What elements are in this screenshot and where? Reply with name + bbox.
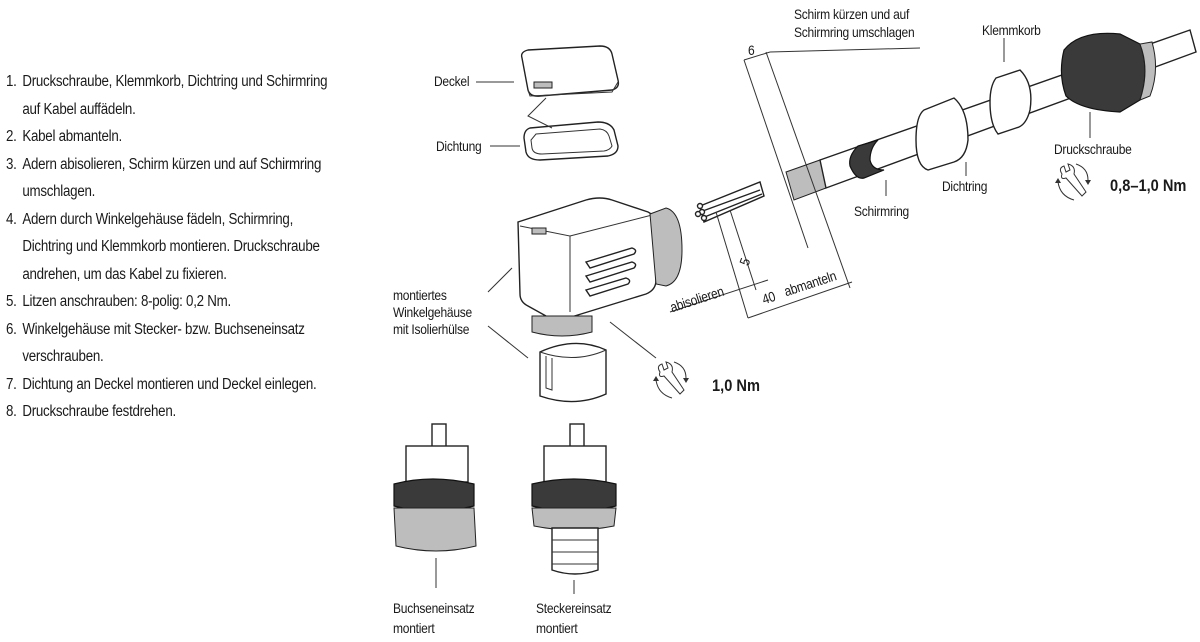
instruction-text: auf Kabel auffädeln. xyxy=(22,100,136,118)
instruction-step-line: 3. Adern abisolieren, Schirm kürzen und a… xyxy=(6,151,376,179)
housing-leader-line-1 xyxy=(487,267,513,293)
assembly-instructions: 1. Druckschraube, Klemmkorb, Dichtring un… xyxy=(6,68,376,426)
instruction-step-line: 8. Druckschraube festdrehen. xyxy=(6,398,376,426)
label-dichtring: Dichtring xyxy=(942,178,988,194)
instruction-step-line: 1. Druckschraube, Klemmkorb, Dichtring un… xyxy=(6,68,376,96)
instruction-text: Dichtring und Klemmkorb montieren. Druck… xyxy=(22,238,320,255)
instruction-number: 7. xyxy=(6,375,17,393)
instruction-text: Winkelgehäuse mit Stecker- bzw. Buchsene… xyxy=(22,320,305,338)
wrench-rotate-icon xyxy=(653,361,689,399)
instruction-text: Kabel abmanteln. xyxy=(22,128,122,145)
instruction-step-line: 7. Dichtung an Deckel montieren und Decke… xyxy=(6,371,376,399)
instruction-text: Dichtung an Deckel montieren und Deckel … xyxy=(22,375,317,393)
instruction-step-line: verschrauben. xyxy=(6,343,376,371)
insulating-sleeve-part xyxy=(539,342,607,403)
housing-leader-line-2 xyxy=(487,325,529,359)
instruction-number: 1. xyxy=(6,73,17,90)
instruction-step-line: 6. Winkelgehäuse mit Stecker- bzw. Buchse… xyxy=(6,316,376,344)
cable-part xyxy=(694,29,1197,223)
label-buchseneinsatz-2: montiert xyxy=(393,620,435,636)
instruction-text: andrehen, um das Kabel zu fixieren. xyxy=(22,265,227,283)
instruction-number: 4. xyxy=(6,210,17,228)
label-schirmring: Schirmring xyxy=(854,203,909,219)
label-steckereinsatz-2: montiert xyxy=(536,620,578,636)
instruction-step-line: 2. Kabel abmanteln. xyxy=(6,123,376,151)
label-winkelgehaeuse-1: montiertes xyxy=(393,287,447,303)
gasket-part xyxy=(523,121,619,161)
label-schirm-kuerzen-2: Schirmring umschlagen xyxy=(794,24,915,40)
label-winkelgehaeuse-2: Winkelgehäuse xyxy=(393,304,472,320)
plug-insert-part xyxy=(531,423,617,575)
dimension-lines xyxy=(669,47,921,319)
torque-druckschraube: 0,8–1,0 Nm xyxy=(1110,176,1187,195)
label-schirm-kuerzen-1: Schirm kürzen und auf xyxy=(794,6,910,22)
label-steckereinsatz-1: Steckereinsatz xyxy=(536,600,612,616)
instruction-text: umschlagen. xyxy=(22,183,96,200)
instruction-step-line: andrehen, um das Kabel zu fixieren. xyxy=(6,261,376,289)
instruction-number: 2. xyxy=(6,128,17,145)
instruction-step-line: Dichtring und Klemmkorb montieren. Druck… xyxy=(6,233,376,261)
torque-housing: 1,0 Nm xyxy=(712,376,760,395)
cover-part xyxy=(520,45,620,97)
label-winkelgehaeuse-3: mit Isolierhülse xyxy=(393,321,470,337)
instruction-text: Druckschraube festdrehen. xyxy=(22,403,176,420)
torque-leader-line xyxy=(609,321,657,359)
label-deckel: Deckel xyxy=(434,73,470,89)
instruction-text: Litzen anschrauben: 8-polig: 0,2 Nm. xyxy=(22,293,231,310)
instruction-text: Adern abisolieren, Schirm kürzen und auf… xyxy=(22,155,322,173)
wrench-rotate-icon xyxy=(1055,163,1091,201)
instruction-text: verschrauben. xyxy=(22,348,104,365)
instruction-text: Adern durch Winkelgehäuse fädeln, Schirm… xyxy=(22,210,294,228)
instruction-step-line: 4. Adern durch Winkelgehäuse fädeln, Schi… xyxy=(6,206,376,234)
instruction-number: 3. xyxy=(6,155,17,173)
instruction-number: 8. xyxy=(6,403,17,420)
dim-shield-length: 6 xyxy=(748,42,755,58)
instruction-step-line: umschlagen. xyxy=(6,178,376,206)
instruction-number: 6. xyxy=(6,320,17,338)
instruction-step-line: 5. Litzen anschrauben: 8-polig: 0,2 Nm. xyxy=(6,288,376,316)
cover-gasket-link xyxy=(527,97,553,129)
label-buchseneinsatz-1: Buchseneinsatz xyxy=(393,600,475,616)
socket-insert-part xyxy=(393,423,477,552)
angled-housing-part xyxy=(517,197,683,337)
instruction-step-line: auf Kabel auffädeln. xyxy=(6,96,376,124)
instruction-number: 5. xyxy=(6,293,17,310)
label-klemmkorb: Klemmkorb xyxy=(982,22,1041,38)
label-druckschraube: Druckschraube xyxy=(1054,141,1132,157)
instruction-text: Druckschraube, Klemmkorb, Dichtring und … xyxy=(22,73,328,90)
label-dichtung: Dichtung xyxy=(436,138,482,154)
